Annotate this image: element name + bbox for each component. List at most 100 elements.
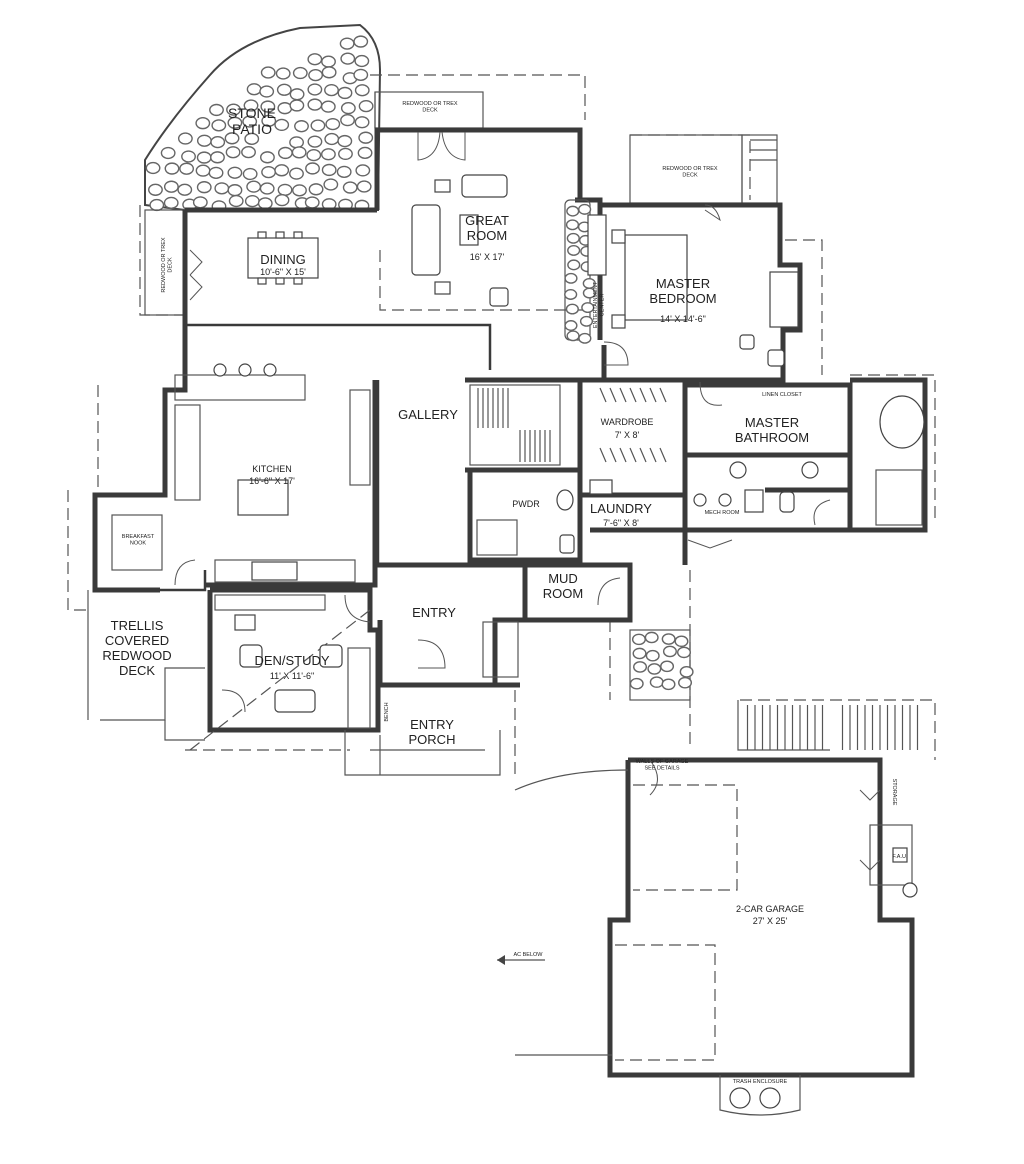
stone bbox=[645, 649, 660, 662]
stone bbox=[336, 165, 352, 178]
stone bbox=[226, 103, 241, 116]
stone bbox=[355, 164, 371, 177]
label-trash: TRASH ENCLOSURE bbox=[733, 1079, 788, 1085]
stone bbox=[631, 633, 646, 646]
stone bbox=[676, 646, 691, 659]
stone bbox=[227, 166, 243, 179]
stone bbox=[306, 148, 322, 162]
stone bbox=[210, 151, 225, 164]
stone bbox=[228, 194, 244, 208]
stone bbox=[356, 180, 372, 193]
stone bbox=[325, 117, 341, 131]
stone bbox=[357, 146, 373, 160]
stone bbox=[321, 66, 337, 79]
furniture bbox=[111, 174, 925, 729]
stone bbox=[565, 219, 580, 231]
stone bbox=[321, 163, 337, 177]
label-pwdr: PWDR bbox=[512, 499, 540, 509]
trellis-deck bbox=[87, 590, 371, 751]
stone bbox=[260, 66, 276, 79]
stone bbox=[242, 167, 258, 181]
stone bbox=[358, 131, 374, 144]
label-den-study-dim: 11' X 11'-6" bbox=[270, 671, 314, 681]
stone bbox=[260, 151, 275, 164]
stone bbox=[354, 84, 370, 97]
label-side-deck: REDWOOD OR TREXDECK bbox=[161, 237, 173, 293]
stone bbox=[192, 196, 208, 209]
stone bbox=[196, 151, 212, 164]
stone bbox=[181, 150, 196, 163]
stone bbox=[567, 259, 581, 271]
label-fau: F.A.U. bbox=[893, 854, 908, 860]
label-wardrobe: WARDROBE bbox=[601, 417, 654, 427]
label-bench: BENCH bbox=[384, 702, 390, 721]
stone bbox=[661, 678, 676, 691]
stone bbox=[566, 205, 580, 217]
stone bbox=[307, 53, 323, 66]
stone bbox=[261, 165, 277, 179]
stone bbox=[289, 88, 305, 101]
stone bbox=[195, 117, 211, 130]
stone bbox=[289, 99, 305, 112]
label-gallery: GALLERY bbox=[398, 407, 458, 422]
stone bbox=[565, 303, 579, 315]
stone bbox=[211, 119, 227, 132]
stone bbox=[164, 162, 180, 175]
stone bbox=[177, 183, 193, 196]
stone bbox=[195, 164, 211, 177]
label-kitchen-dim: 16'-6" X 17' bbox=[249, 476, 295, 486]
stone bbox=[177, 132, 193, 145]
stone bbox=[163, 180, 179, 193]
stone bbox=[564, 272, 578, 284]
stone bbox=[660, 660, 675, 673]
stone bbox=[647, 663, 662, 675]
stone bbox=[567, 244, 581, 256]
label-great-room-dim: 16' X 17' bbox=[470, 252, 505, 262]
stone bbox=[307, 135, 323, 148]
gallery-stair bbox=[469, 384, 561, 466]
stone bbox=[308, 183, 324, 196]
stone bbox=[353, 68, 369, 81]
stone bbox=[160, 146, 176, 160]
stone bbox=[308, 68, 324, 82]
stone bbox=[564, 289, 578, 300]
stone bbox=[246, 180, 262, 193]
label-master-bedroom-dim: 14' X 14'-6" bbox=[660, 314, 706, 324]
stone bbox=[578, 203, 592, 215]
stone bbox=[310, 119, 326, 132]
stone bbox=[340, 52, 356, 65]
stone bbox=[208, 166, 224, 179]
stone bbox=[196, 181, 212, 194]
stone bbox=[304, 196, 320, 209]
stone bbox=[337, 134, 353, 148]
stone bbox=[340, 102, 356, 115]
label-laundry-dim: 7'-6" X 8' bbox=[603, 518, 639, 528]
label-dining: DINING bbox=[260, 252, 306, 267]
stone bbox=[163, 196, 179, 209]
stone bbox=[629, 677, 644, 690]
stone bbox=[224, 132, 240, 145]
stone bbox=[289, 136, 304, 149]
stone bbox=[196, 134, 212, 147]
stone bbox=[261, 114, 277, 127]
stone bbox=[260, 100, 276, 113]
stone bbox=[274, 193, 290, 207]
label-garage-dim: 27' X 25' bbox=[753, 916, 788, 926]
stone bbox=[289, 167, 304, 180]
stone bbox=[307, 83, 323, 96]
label-mech-room: MECH ROOM bbox=[705, 510, 740, 516]
stone bbox=[209, 103, 224, 117]
stone-walk bbox=[629, 629, 694, 701]
stone bbox=[225, 146, 241, 159]
stone bbox=[323, 178, 339, 191]
stone bbox=[292, 184, 307, 197]
